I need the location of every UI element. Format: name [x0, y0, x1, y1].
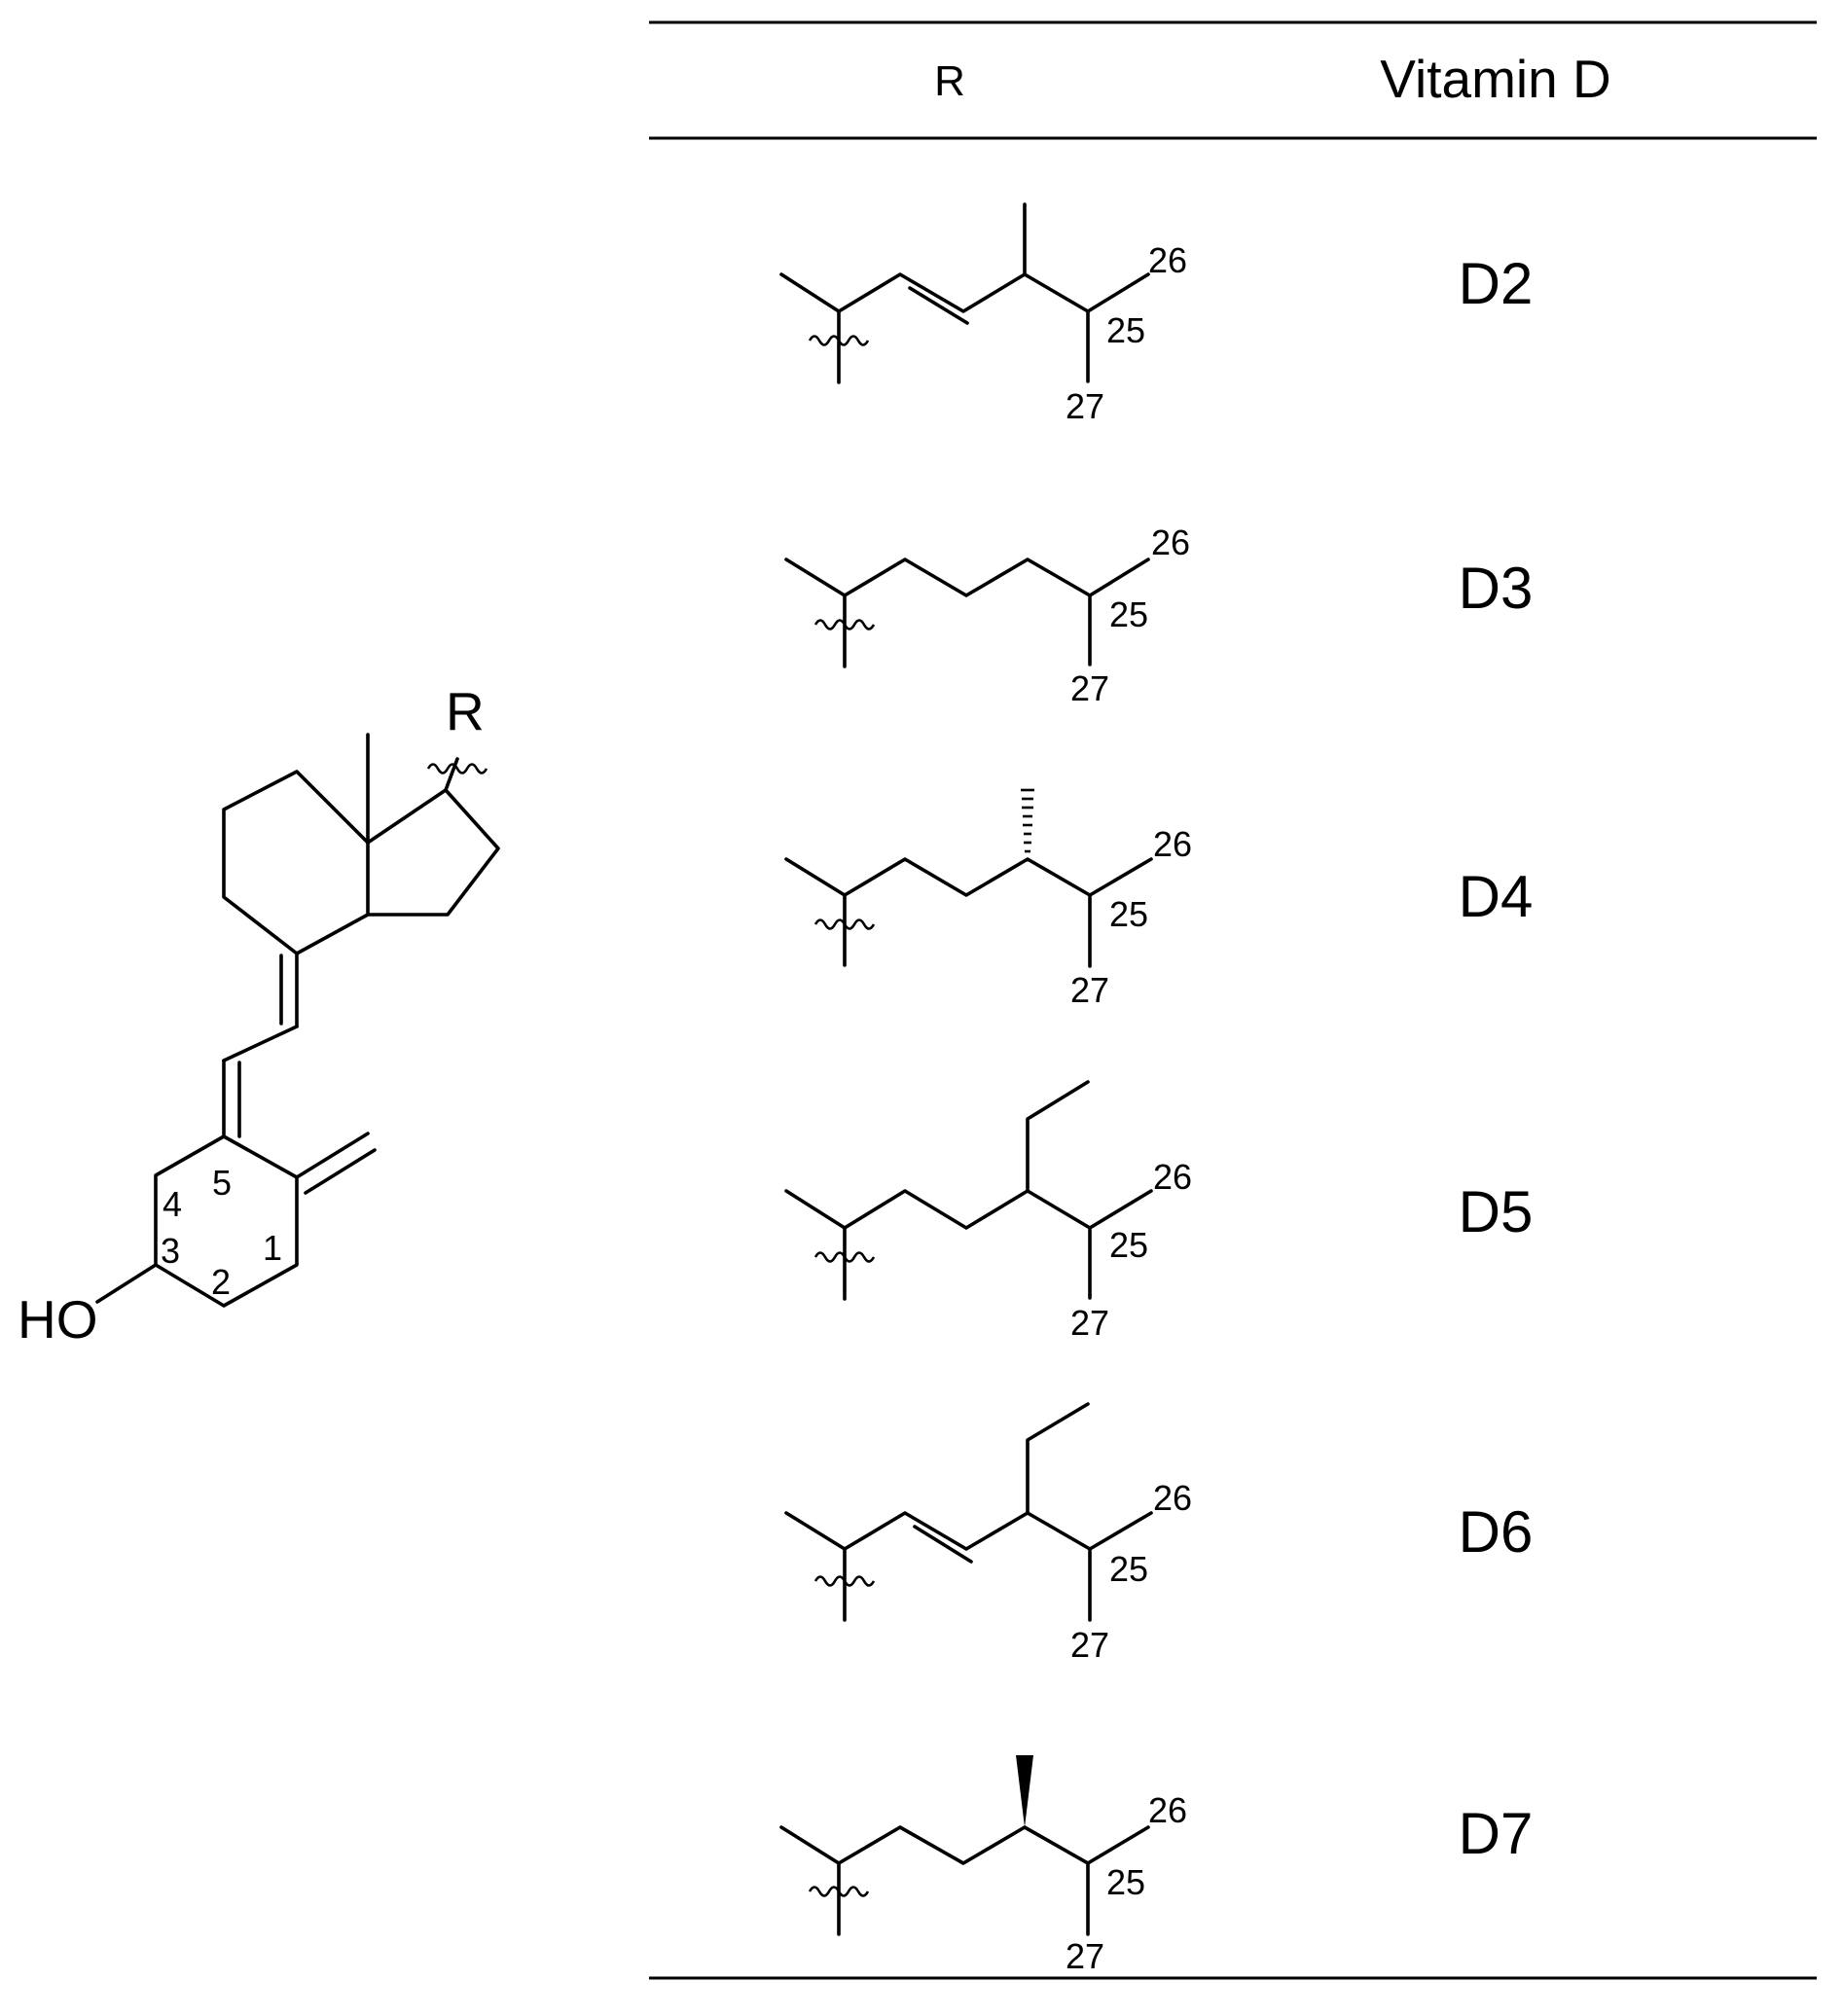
side-chain-d3 [784, 558, 1150, 668]
vitamin-d3: D3 [1459, 556, 1534, 621]
atom-number-1: 1 [263, 1228, 282, 1268]
label-c26-d2: 26 [1148, 240, 1187, 280]
label-c25-d5: 25 [1109, 1225, 1148, 1265]
label-c27-d4: 27 [1070, 970, 1109, 1010]
label-c25-d7: 25 [1106, 1862, 1145, 1902]
atom-number-4: 4 [163, 1184, 182, 1224]
label-c27-d3: 27 [1070, 668, 1109, 708]
atom-number-3: 3 [161, 1231, 180, 1271]
atom-number-2: 2 [211, 1262, 231, 1302]
side-chain-d2 [779, 202, 1150, 384]
label-c25-d4: 25 [1109, 894, 1148, 934]
vitamin-d7: D7 [1459, 1801, 1534, 1866]
vitamin-d6: D6 [1459, 1499, 1534, 1565]
label-c26-d6: 26 [1153, 1478, 1192, 1518]
label-c27-d6: 27 [1070, 1625, 1109, 1665]
side-chain-d6 [784, 1402, 1153, 1622]
label-c27-d2: 27 [1066, 386, 1104, 426]
label-c26-d7: 26 [1148, 1790, 1187, 1830]
vitamin-d2: D2 [1459, 251, 1534, 316]
label-c25-d2: 25 [1106, 310, 1145, 350]
label-c27-d5: 27 [1070, 1303, 1109, 1343]
side-chain-d5 [784, 1080, 1153, 1301]
label-c26-d4: 26 [1153, 824, 1192, 864]
label-c26-d5: 26 [1153, 1157, 1192, 1197]
side-chain-d7 [779, 1755, 1150, 1936]
core-ho-label: HO [18, 1289, 98, 1350]
label-c25-d6: 25 [1109, 1549, 1148, 1589]
header-r: R [934, 57, 965, 105]
core-r-label: R [446, 681, 485, 741]
vitamin-d4: D4 [1459, 864, 1534, 929]
vitamin-d5: D5 [1459, 1179, 1534, 1244]
label-c27-d7: 27 [1066, 1936, 1104, 1976]
label-c25-d3: 25 [1109, 594, 1148, 634]
header-vitamin-d: Vitamin D [1380, 49, 1610, 109]
label-c26-d3: 26 [1151, 522, 1190, 562]
side-chain-d4 [784, 788, 1153, 968]
vitamin-d-core-structure [95, 733, 500, 1308]
atom-number-5: 5 [212, 1163, 232, 1203]
